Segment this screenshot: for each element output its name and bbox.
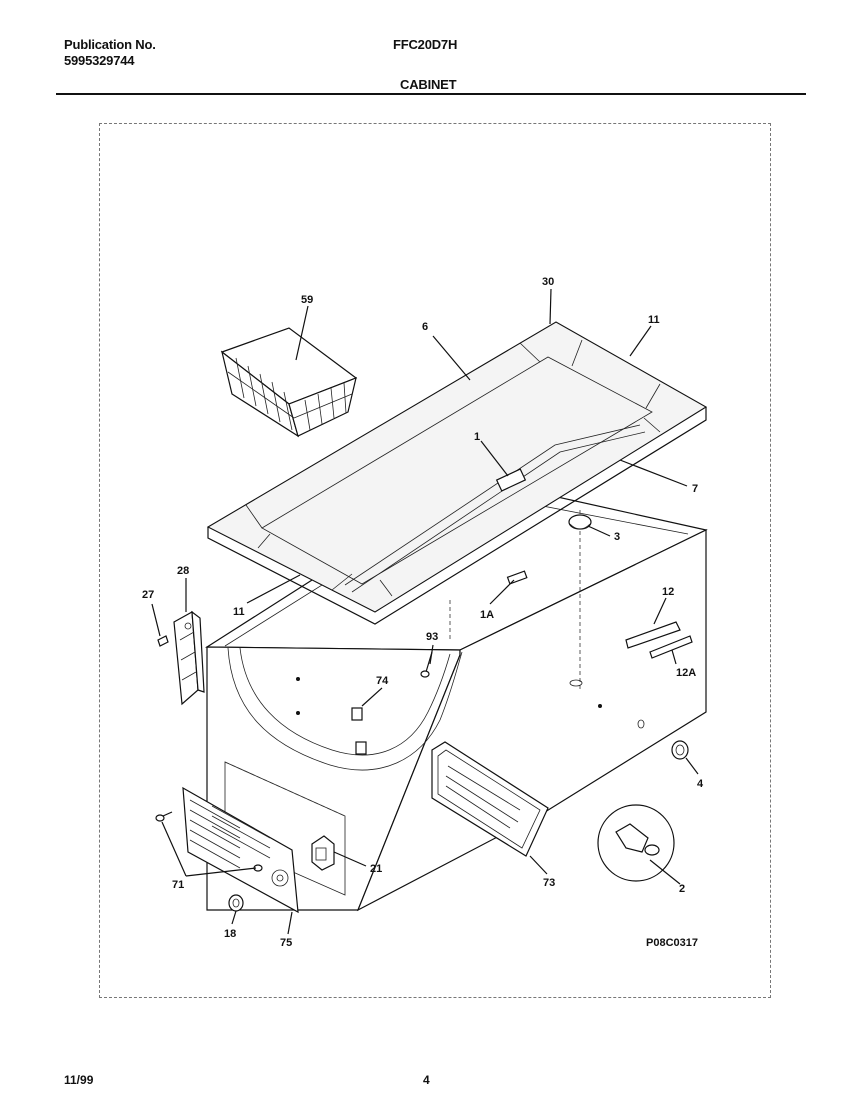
callout-1: 1 [474,431,480,443]
callout-71: 71 [172,879,184,891]
drawing-code: P08C0317 [646,937,698,949]
callout-21: 21 [370,863,382,875]
callout-2: 2 [679,883,685,895]
callout-59: 59 [301,294,313,306]
callout-30: 30 [542,276,554,288]
switch-21 [311,835,335,871]
lid-hinge-strip [344,424,646,593]
header-rule [56,93,806,95]
lid-gasket-frame [206,321,708,625]
hinge-bracket [157,610,205,706]
publication-label: Publication No. [64,37,156,52]
callout-75: 75 [280,937,292,949]
leader-lines [151,288,699,935]
section-title: CABINET [400,77,457,92]
model-number: FFC20D7H [393,37,458,52]
callout-4: 4 [697,778,704,790]
callout-18: 18 [224,928,236,940]
footer-date: 11/99 [64,1073,94,1087]
diagram-frame [99,123,771,998]
callout-6: 6 [422,321,428,333]
callout-11-top: 11 [648,314,660,326]
publication-number: 5995329744 [64,53,135,68]
callout-12: 12 [662,586,674,598]
part-18 [228,894,244,912]
callout-3: 3 [614,531,620,543]
clips-74 [351,707,367,755]
screws-71 [155,811,263,872]
labels-12 [625,621,693,659]
drain-label-plate-73 [431,741,549,857]
callout-12a: 12A [676,667,696,679]
part-1a-clip [506,570,528,585]
wire-basket [220,327,358,438]
callout-28: 28 [177,565,189,577]
drain-plug-3 [568,514,592,530]
callout-7: 7 [692,483,698,495]
callout-1a: 1A [480,609,494,621]
callout-74: 74 [376,675,389,687]
detail-circle-2 [597,804,675,882]
callout-27: 27 [142,589,154,601]
callout-93: 93 [426,631,438,643]
callout-11-left: 11 [233,606,245,618]
front-grille-75 [182,786,299,914]
grommet-4 [671,740,689,760]
footer-page-number: 4 [423,1073,430,1087]
callout-73: 73 [543,877,555,889]
